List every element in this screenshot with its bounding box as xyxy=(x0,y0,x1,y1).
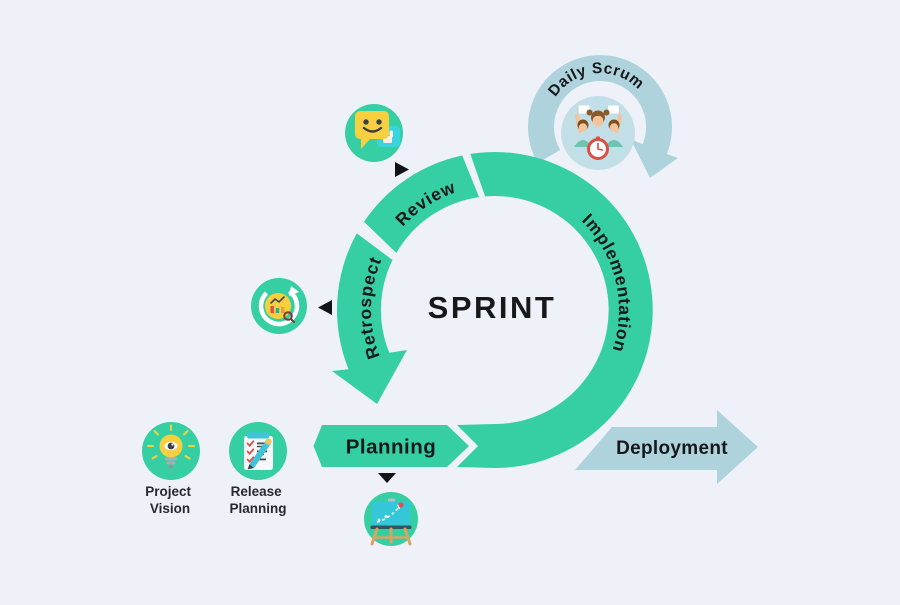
sprint-center-label: SPRINT xyxy=(428,290,557,325)
checklist-pencil-icon xyxy=(229,422,287,480)
daily-scrum-loop xyxy=(528,55,678,178)
team-standup-clock-icon xyxy=(561,96,635,170)
feedback-speech-bubbles-icon xyxy=(345,104,403,162)
daily-scrum-arc xyxy=(528,55,678,178)
deployment-label: Deployment xyxy=(616,438,728,459)
segment-implementation xyxy=(457,152,653,469)
sprint-cycle-ring xyxy=(313,152,653,469)
pointer-right-icon xyxy=(395,162,409,177)
segment-retrospect xyxy=(332,233,407,404)
project-vision-caption: Project Vision xyxy=(145,484,195,516)
planning-label: Planning xyxy=(346,436,437,459)
analysis-refresh-icon xyxy=(251,278,307,334)
strategy-board-icon xyxy=(364,492,418,546)
deployment-arrow xyxy=(575,410,758,484)
idea-bulb-eye-icon xyxy=(142,422,200,480)
segment-planning-chevron xyxy=(313,425,469,467)
pointer-left-icon xyxy=(318,300,332,315)
pointer-down-icon xyxy=(378,473,396,483)
segment-review xyxy=(364,155,480,253)
release-planning-caption: Release Planning xyxy=(230,484,287,516)
